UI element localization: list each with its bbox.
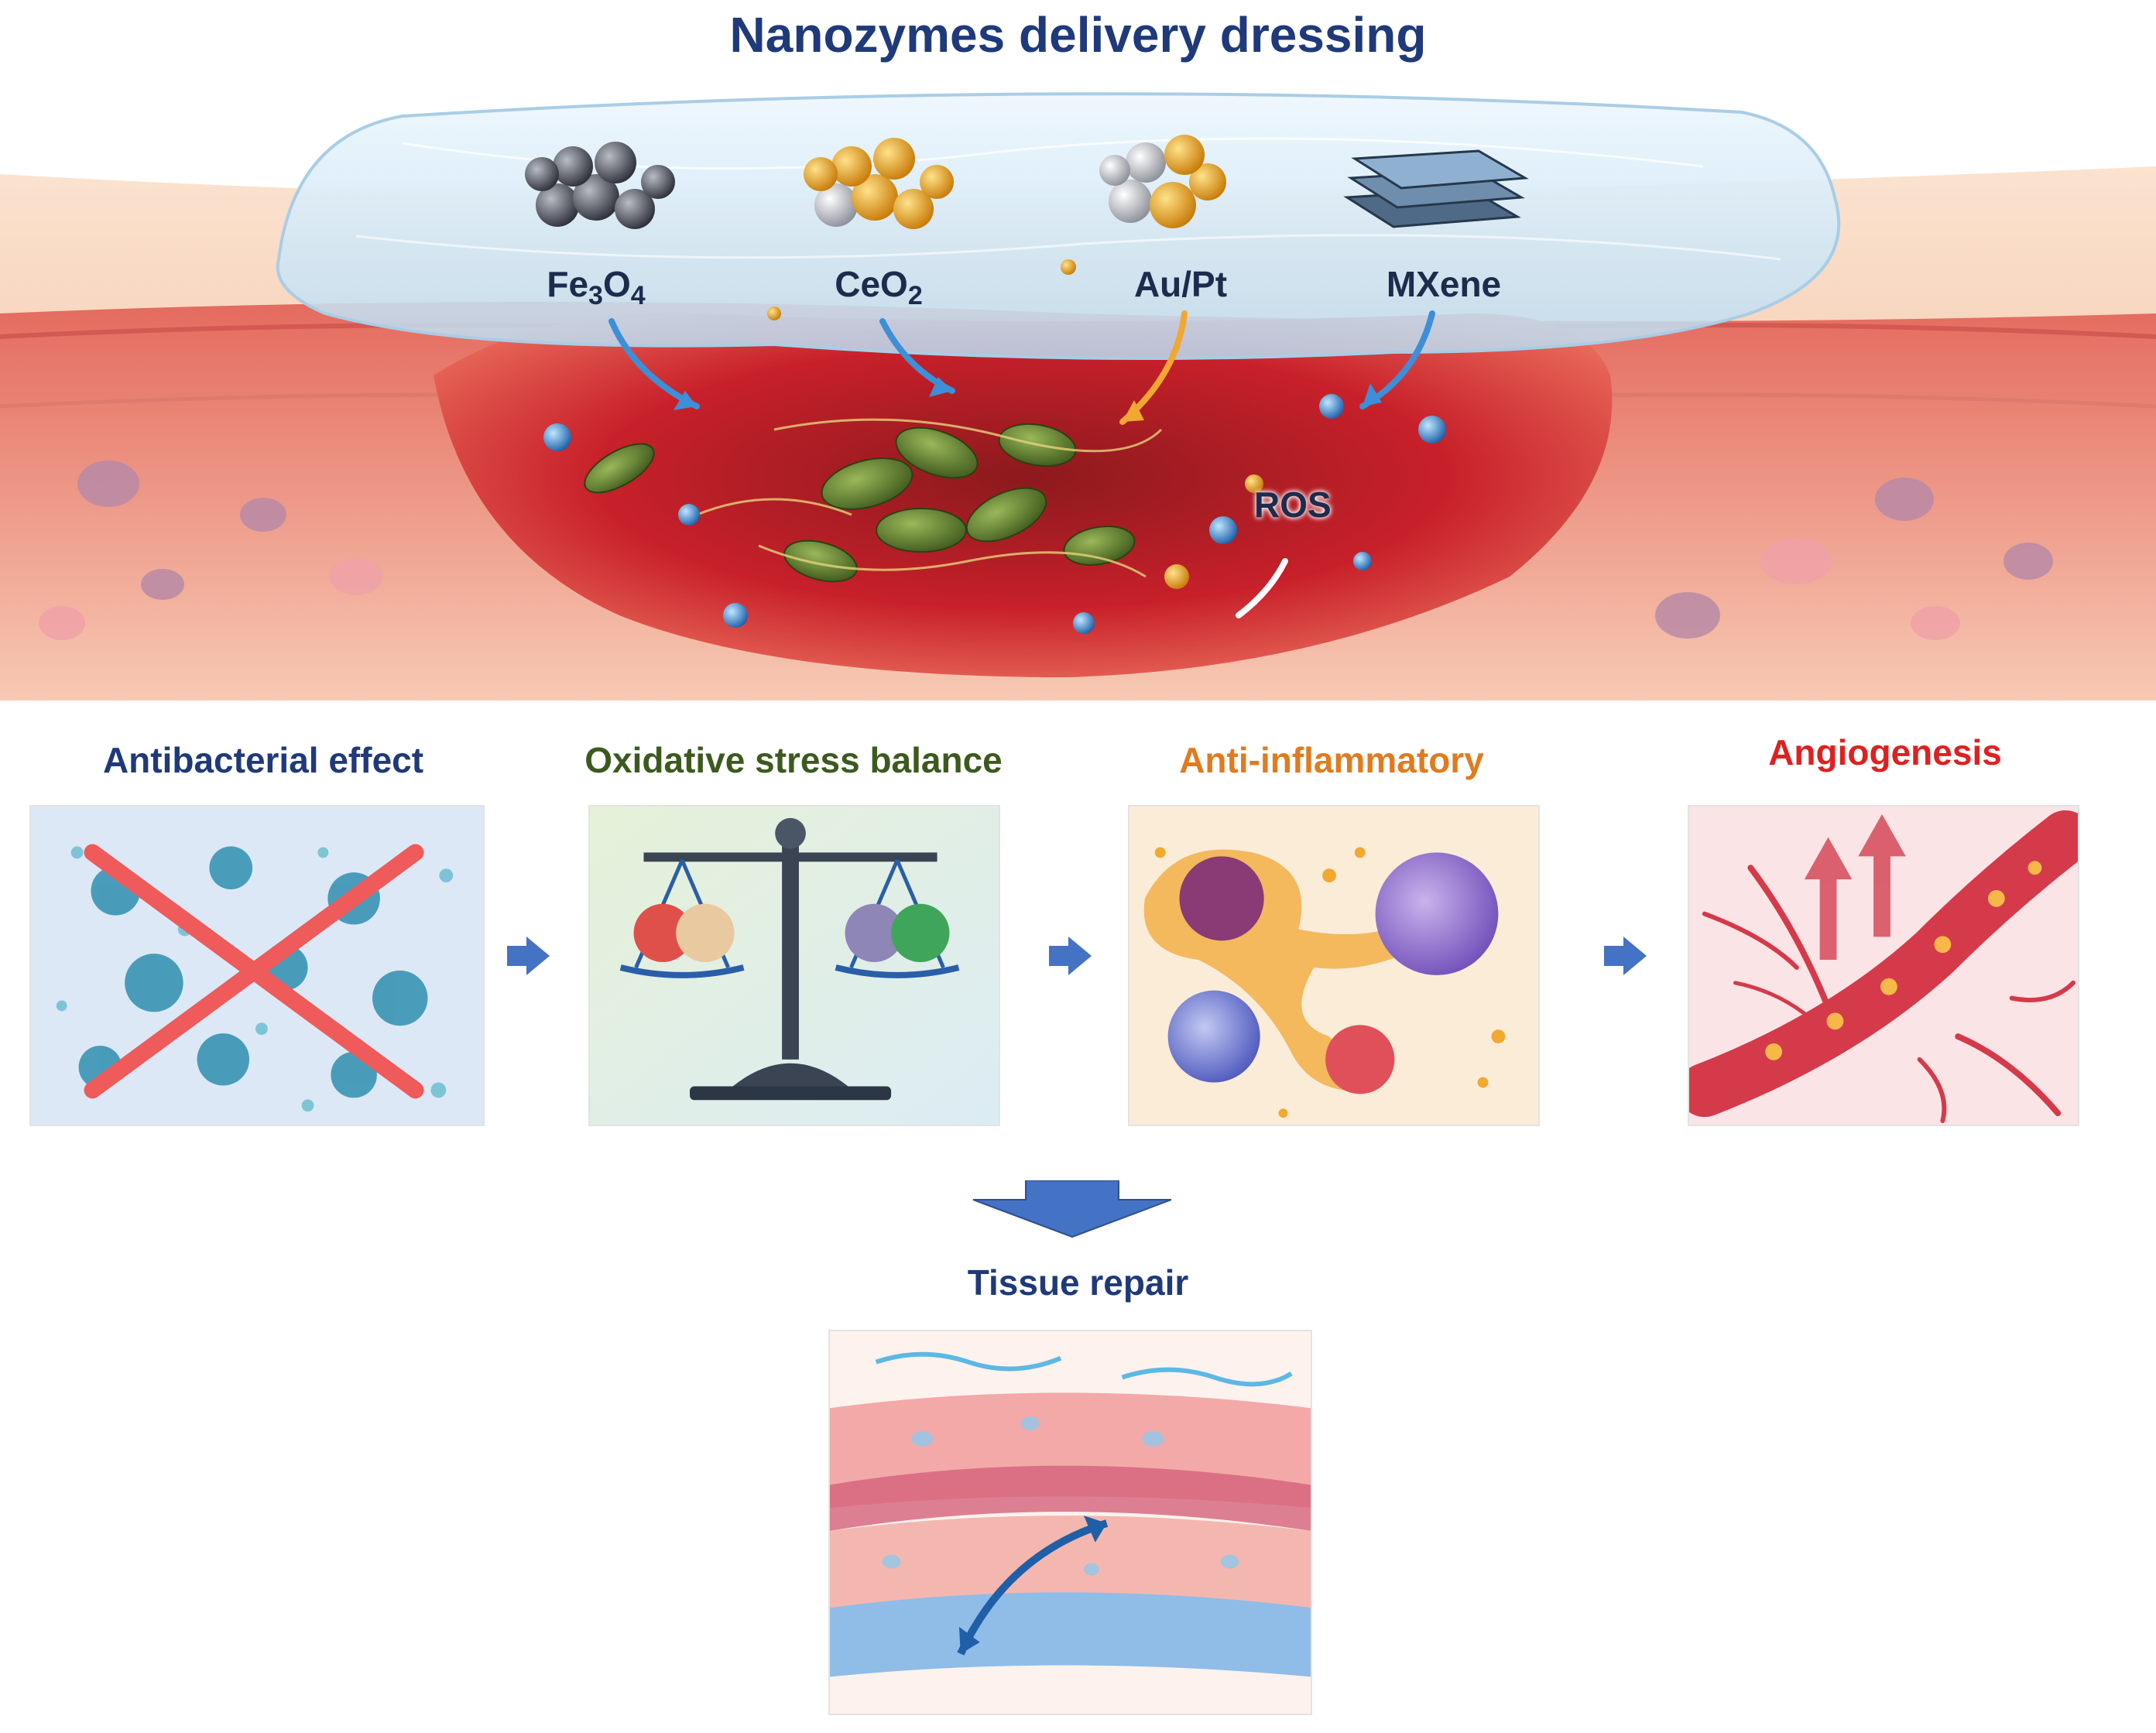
tissue-repair-panel (828, 1330, 1312, 1715)
au-pt-label: Au/Pt (1133, 264, 1228, 304)
arrow-down-icon (972, 1180, 1172, 1238)
diagram-title: Nanozymes delivery dressing (729, 7, 1427, 63)
angiogenesis-panel (1688, 805, 2079, 1126)
wound-dressing-illustration (0, 92, 2156, 700)
arrow-right-icon (1049, 937, 1092, 975)
tissue-repair-title: Tissue repair (967, 1262, 1189, 1303)
oxidative-stress-panel (588, 805, 1000, 1126)
mxene-label: MXene (1386, 264, 1502, 304)
arrow-right-icon (507, 937, 550, 975)
angiogenesis-title: Angiogenesis (1768, 732, 2002, 772)
ceo2-label: CeO2 (835, 264, 923, 310)
arrow-right-icon (1604, 937, 1647, 975)
ros-label: ROS (1254, 485, 1332, 525)
fe3o4-label: Fe3O4 (547, 264, 646, 310)
antibacterial-title: Antibacterial effect (102, 740, 424, 780)
anti-inflammatory-panel (1128, 805, 1540, 1126)
antibacterial-panel (29, 805, 485, 1126)
anti-inflammatory-title: Anti-inflammatory (1179, 740, 1484, 780)
oxidative-stress-title: Oxidative stress balance (584, 740, 1003, 780)
